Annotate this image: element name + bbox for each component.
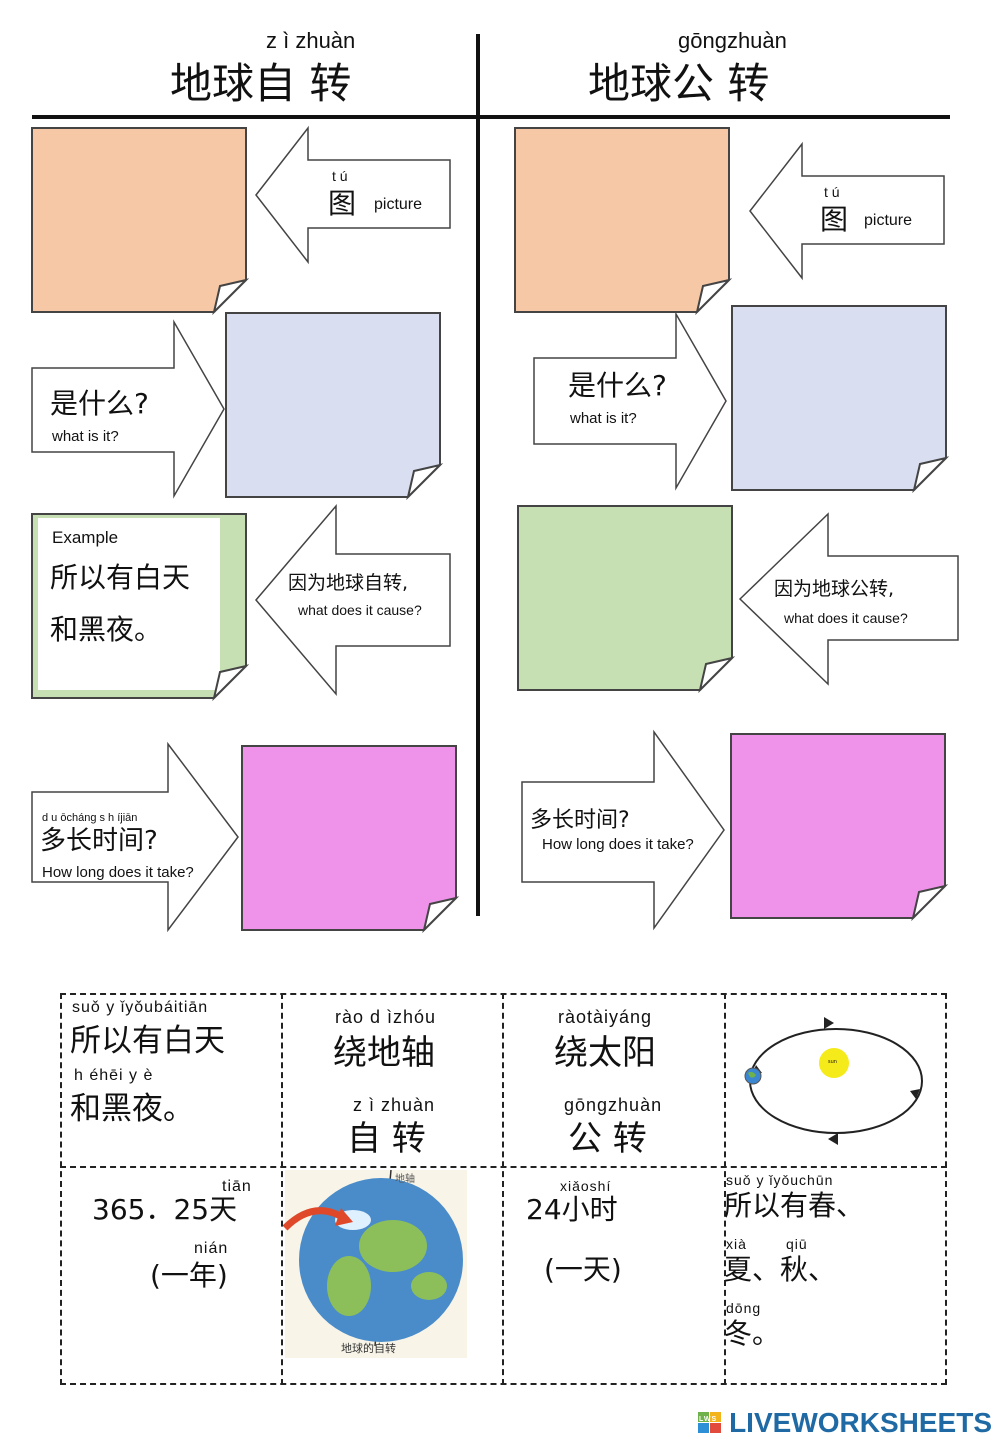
cause-en: what does it cause? <box>784 610 908 626</box>
card-pinyin: dōng <box>726 1300 762 1316</box>
time-zh: 多长时间? <box>40 826 158 856</box>
time-en: How long does it take? <box>542 836 694 853</box>
orbit-illustration <box>744 1017 923 1145</box>
example-label: Example <box>52 528 119 547</box>
card-text: 和黑夜。 <box>70 1091 194 1127</box>
earth-caption: 地球的自转 <box>341 1342 396 1355</box>
card-text: 公 转 <box>568 1119 647 1159</box>
card-seasons[interactable]: suǒ y ǐyǒuchūn 所以有春、 xià qiū 夏、秋、 dōng 冬… <box>724 1168 946 1383</box>
card-text: 所以有白天 <box>70 1023 225 1059</box>
card-rotation[interactable]: rào d ìzhóu 绕地轴 z ì zhuàn 自 转 <box>283 995 501 1165</box>
left-title: 地球自 转 <box>170 59 352 108</box>
card-divider-2 <box>502 993 504 1385</box>
card-year[interactable]: tiān 365．25天 nián (一年) <box>62 1168 280 1383</box>
right-picture-arrow: t ú 图 picture <box>749 141 945 281</box>
card-pinyin: suǒ y ǐyǒuchūn <box>726 1172 834 1188</box>
left-what-arrow: 是什么? what is it? <box>31 319 225 499</box>
right-title: 地球公 转 <box>588 59 770 108</box>
header-divider <box>32 115 950 119</box>
card-pinyin: z ì zhuàn <box>353 1095 436 1115</box>
card-pinyin: suǒ y ǐyǒubáitiān <box>72 999 209 1016</box>
what-zh: 是什么? <box>568 369 667 402</box>
right-title-pinyin: gōngzhuàn <box>678 28 787 53</box>
card-pinyin: gōngzhuàn <box>564 1095 663 1115</box>
earth-illustration <box>283 1169 463 1347</box>
card-text: 自 转 <box>347 1119 426 1159</box>
column-divider <box>476 34 480 916</box>
logo-letters: LWS <box>699 1416 718 1423</box>
time-zh: 多长时间? <box>530 808 630 833</box>
time-en: How long does it take? <box>42 864 194 881</box>
picture-pinyin: t ú <box>332 168 348 184</box>
left-title-pinyin: z ì zhuàn <box>266 28 356 53</box>
right-time-note[interactable] <box>730 733 949 922</box>
picture-pinyin: t ú <box>824 184 840 200</box>
example-line2: 和黑夜。 <box>50 613 163 646</box>
card-pinyin: tiān <box>222 1178 252 1195</box>
right-what-arrow: 是什么? what is it? <box>533 311 727 491</box>
card-pinyin: h éhēi y è <box>74 1067 154 1084</box>
cause-en: what does it cause? <box>298 602 422 618</box>
card-pinyin: xiǎoshí <box>560 1178 612 1194</box>
card-text: (一年) <box>150 1259 228 1292</box>
right-picture-note[interactable] <box>514 127 733 316</box>
card-day[interactable]: xiǎoshí 24小时 (一天) <box>504 1168 722 1383</box>
card-divider-3 <box>724 993 726 1385</box>
time-pinyin: d u ōcháng s h íjiān <box>42 812 138 824</box>
card-pinyin: qiū <box>786 1236 808 1252</box>
earth-top-label: 地轴 <box>395 1174 415 1185</box>
left-time-note[interactable] <box>241 745 460 934</box>
example-line1: 所以有白天 <box>50 561 191 594</box>
left-cause-arrow: 因为地球自转, what does it cause? <box>255 503 451 697</box>
liveworksheets-brand[interactable]: LIVEWORKSHEETS <box>729 1407 992 1438</box>
card-pinyin: nián <box>194 1240 229 1257</box>
picture-zh: 图 <box>820 203 849 236</box>
left-example-note[interactable]: Example 所以有白天 和黑夜。 <box>31 513 250 702</box>
card-day-night[interactable]: suǒ y ǐyǒubáitiān 所以有白天 h éhēi y è 和黑夜。 <box>62 995 280 1165</box>
cause-zh: 因为地球自转, <box>288 572 409 594</box>
right-what-note[interactable] <box>731 305 950 494</box>
card-text: 365．25天 <box>92 1193 238 1226</box>
picture-en: picture <box>374 196 423 213</box>
picture-en: picture <box>864 212 913 229</box>
left-time-arrow: d u ōcháng s h íjiān 多长时间? How long does… <box>31 741 239 933</box>
sun-label: sun <box>828 1059 837 1065</box>
what-zh: 是什么? <box>50 387 149 420</box>
card-text: 绕地轴 <box>333 1033 435 1073</box>
card-pinyin: rào d ìzhóu <box>335 1007 437 1027</box>
left-picture-note[interactable] <box>31 127 250 316</box>
card-text: 夏、秋、 <box>724 1253 837 1286</box>
card-pinyin: xià <box>726 1236 747 1252</box>
card-text: 冬。 <box>724 1317 781 1350</box>
left-what-note[interactable] <box>225 312 444 501</box>
right-cause-arrow: 因为地球公转, what does it cause? <box>738 512 959 686</box>
right-cause-note[interactable] <box>517 505 736 694</box>
liveworksheets-logo-icon: LWS <box>698 1412 722 1434</box>
card-divider-1 <box>281 993 283 1385</box>
cause-zh: 因为地球公转, <box>774 578 895 600</box>
card-divider-row <box>60 1166 947 1168</box>
card-revolution[interactable]: ràotàiyáng 绕太阳 gōngzhuàn 公 转 <box>504 995 722 1165</box>
what-en: what is it? <box>570 410 637 427</box>
card-text: 24小时 <box>526 1193 618 1226</box>
card-orbit-diagram[interactable]: sun <box>726 995 946 1165</box>
card-text: 所以有春、 <box>724 1189 865 1222</box>
what-en: what is it? <box>52 428 119 445</box>
card-pinyin: ràotàiyáng <box>558 1007 653 1027</box>
picture-zh: 图 <box>328 187 357 220</box>
right-time-arrow: 多长时间? How long does it take? <box>521 729 725 931</box>
card-earth-image[interactable]: 地轴 地球的自转 <box>283 1168 501 1383</box>
card-text: 绕太阳 <box>554 1033 656 1073</box>
card-text: (一天) <box>544 1253 622 1286</box>
left-picture-arrow: t ú 图 picture <box>255 125 451 265</box>
